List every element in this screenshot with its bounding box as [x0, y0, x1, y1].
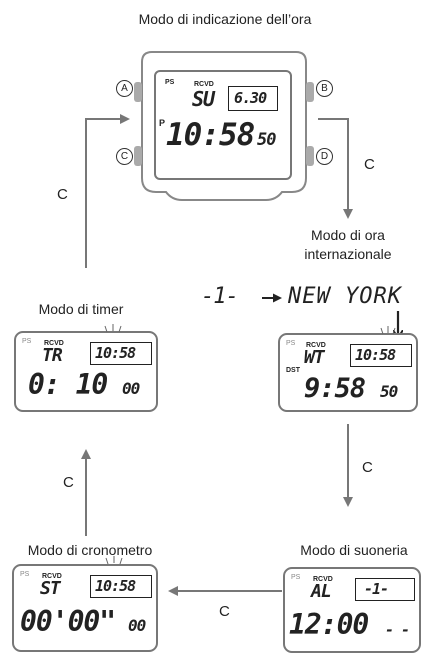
- rcvd-indicator: RCVD: [313, 576, 333, 583]
- watch-button-c-nub: [134, 146, 142, 166]
- ps-indicator: PS: [22, 338, 32, 345]
- rcvd-indicator: RCVD: [306, 342, 326, 349]
- dst-indicator: DST: [286, 367, 300, 374]
- arrow-label-c-4: C: [63, 474, 74, 491]
- label-timer-mode: Modo di timer: [38, 301, 124, 317]
- watch-button-c[interactable]: C: [116, 148, 133, 165]
- current-time: 10:58: [166, 117, 255, 153]
- arrow-watch-to-world: [318, 118, 353, 219]
- arrow-label-c-5: C: [57, 186, 68, 203]
- world-seconds: 50: [380, 382, 398, 401]
- world-mode-indicator: WT: [304, 347, 325, 368]
- world-time-display: PS RCVD WT 10:58 DST 9:58 50: [278, 333, 418, 412]
- current-seconds: 50: [257, 130, 277, 150]
- timer-home-time: 10:58: [95, 344, 136, 362]
- stopwatch-time: 00'00": [20, 605, 116, 638]
- blink-mark-stopwatch: [105, 556, 123, 565]
- arrow-timer-to-watch: [85, 114, 130, 268]
- date-box: 6.30: [228, 86, 278, 111]
- watch-button-a[interactable]: A: [116, 80, 133, 97]
- world-home-time-box: 10:58: [350, 344, 412, 367]
- alarm-time: 12:00: [289, 608, 369, 641]
- watch-button-b[interactable]: B: [316, 80, 333, 97]
- label-alarm-mode: Modo di suoneria: [300, 542, 408, 558]
- rcvd-indicator: RCVD: [42, 573, 62, 580]
- alarm-suffix: - -: [385, 621, 410, 639]
- timer-seconds: 00: [122, 379, 140, 398]
- alarm-number: -1-: [364, 580, 389, 598]
- day-of-week: SU: [192, 87, 215, 111]
- world-sequence-to: NEW YORK: [288, 284, 402, 309]
- stopwatch-display: PS RCVD ST 10:58 00'00" 00: [12, 564, 158, 652]
- world-home-time: 10:58: [355, 346, 396, 364]
- world-time: 9:58: [304, 373, 366, 404]
- blink-mark-timer: [104, 324, 122, 333]
- stopwatch-home-time: 10:58: [95, 577, 136, 595]
- timer-time: 0: 10: [28, 368, 108, 401]
- ps-indicator: PS: [165, 79, 175, 86]
- date-value: 6.30: [234, 89, 267, 107]
- alarm-number-box: -1-: [355, 578, 415, 601]
- alarm-display: PS RCVD AL -1- 12:00 - -: [283, 567, 421, 653]
- watch-button-a-nub: [134, 82, 142, 102]
- stopwatch-hundredths: 00: [128, 616, 146, 635]
- watch-button-d[interactable]: D: [316, 148, 333, 165]
- ps-indicator: PS: [291, 574, 301, 581]
- timer-display: PS RCVD TR 10:58 0: 10 00: [14, 331, 158, 412]
- rcvd-indicator: RCVD: [194, 81, 214, 88]
- watch-button-d-nub: [306, 146, 314, 166]
- world-sequence-from: -1-: [201, 284, 239, 309]
- watch-display: PS RCVD SU 6.30 P 10:58 50: [154, 70, 292, 180]
- pm-indicator: P: [159, 118, 166, 128]
- alarm-mode-indicator: AL: [311, 581, 332, 602]
- rcvd-indicator: RCVD: [44, 340, 64, 347]
- ps-indicator: PS: [286, 340, 296, 347]
- timer-home-time-box: 10:58: [90, 342, 152, 365]
- label-world-time-mode: Modo di ora internazionale: [304, 227, 392, 262]
- ps-indicator: PS: [20, 571, 30, 578]
- label-timekeeping-mode: Modo di indicazione dell’ora: [138, 11, 312, 27]
- timer-mode-indicator: TR: [42, 345, 63, 366]
- label-stopwatch-mode: Modo di cronometro: [27, 542, 153, 558]
- stopwatch-mode-indicator: ST: [40, 578, 61, 599]
- arrow-label-c-1: C: [364, 156, 375, 173]
- arrow-label-c-3: C: [219, 603, 230, 620]
- stopwatch-home-time-box: 10:58: [90, 575, 152, 598]
- arrow-label-c-2: C: [362, 459, 373, 476]
- watch-button-b-nub: [306, 82, 314, 102]
- blink-mark-world: [380, 326, 396, 335]
